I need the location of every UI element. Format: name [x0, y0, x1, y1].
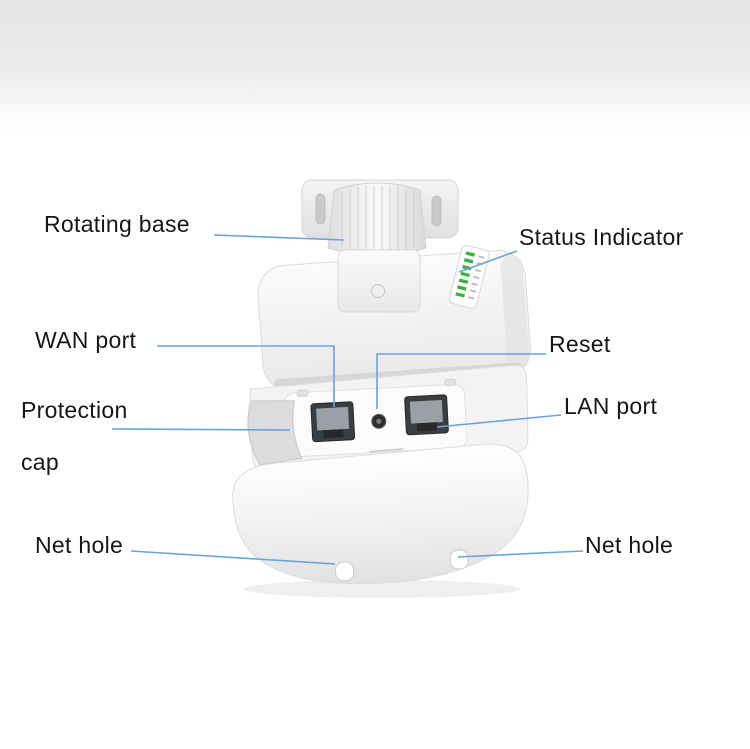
- bottom-cover: [232, 443, 529, 585]
- floor-shadow: [244, 580, 520, 598]
- body-side-shading: [500, 255, 530, 370]
- label-net-hole-right: Net hole: [585, 532, 674, 558]
- reset-callout-line: [376, 353, 546, 409]
- label-status-indicator: Status Indicator: [519, 224, 684, 250]
- lan-port-callout-line: [436, 414, 562, 428]
- reset-button: [371, 413, 387, 429]
- status-indicator-callout-line: [458, 250, 518, 273]
- callout-lines: [111, 234, 584, 565]
- rotating-joint: [327, 182, 427, 256]
- bay-latch-left: [296, 389, 309, 397]
- label-net-hole-left: Net hole: [35, 532, 124, 558]
- status-indicator-leds: [448, 244, 490, 309]
- net-hole-left-notch: [335, 561, 355, 582]
- protection-cap-part: [247, 400, 303, 466]
- net-hole-right-notch: [449, 549, 469, 570]
- label-protection: Protection: [21, 397, 128, 423]
- wan-port-jack: [310, 401, 356, 443]
- bay-latch-right: [444, 378, 457, 387]
- rotating-base-callout-line: [213, 234, 345, 241]
- label-protection-cap: cap: [21, 449, 59, 475]
- pole-clamp: [337, 249, 421, 313]
- label-lan-port: LAN port: [564, 393, 658, 419]
- label-reset: Reset: [549, 331, 611, 357]
- net-hole-left-callout-line: [130, 550, 336, 565]
- protection-cap-callout-line: [111, 428, 291, 431]
- clamp-screw-hole: [371, 284, 385, 298]
- label-wan-port: WAN port: [35, 327, 137, 353]
- bracket-slot-left: [315, 193, 326, 225]
- lan-port-jack: [404, 394, 449, 436]
- port-bay: [247, 364, 529, 473]
- bracket-slot-right: [431, 195, 442, 227]
- label-rotating-base: Rotating base: [44, 211, 190, 237]
- net-hole-right-callout-line: [457, 550, 584, 558]
- background-gradient: [0, 0, 750, 132]
- wan-port-callout-line: [157, 345, 335, 407]
